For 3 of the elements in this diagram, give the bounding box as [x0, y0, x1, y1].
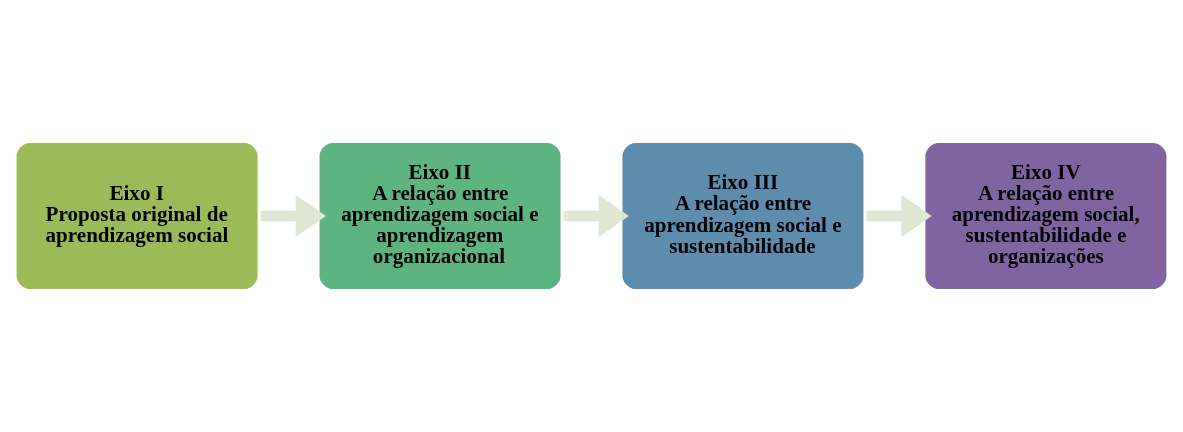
arrow: [260, 194, 326, 238]
arrow: [866, 194, 932, 238]
arrow: [563, 194, 629, 238]
